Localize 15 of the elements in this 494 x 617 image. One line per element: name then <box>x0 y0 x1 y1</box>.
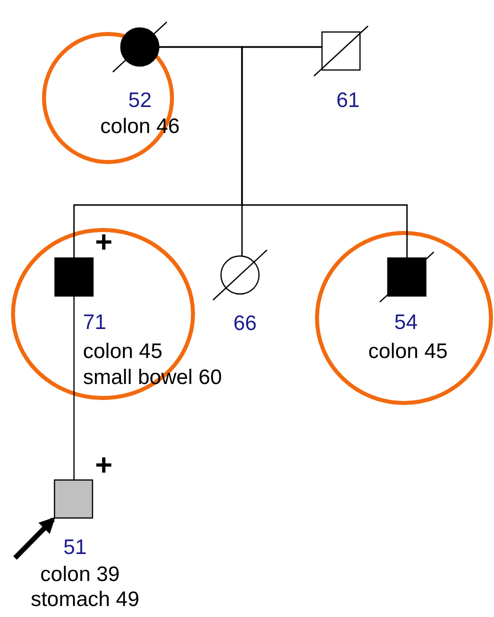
age-label: 61 <box>336 89 360 113</box>
diagnosis-label: colon 39 <box>40 563 120 587</box>
pedigree-line <box>241 46 408 258</box>
diagnosis-label: stomach 49 <box>30 588 140 612</box>
age-label: 51 <box>63 536 87 560</box>
age-label: 54 <box>394 311 418 335</box>
diagnosis-label: colon 45 <box>368 340 448 364</box>
plus-sign: + <box>95 451 113 481</box>
age-label: 71 <box>83 311 106 335</box>
pedigree-line <box>73 296 75 480</box>
age-label: 66 <box>233 312 257 336</box>
diagnosis-label: colon 45 <box>83 340 162 364</box>
proband-arrow <box>13 517 56 560</box>
plus-sign: + <box>95 228 113 258</box>
age-label: 52 <box>128 89 152 113</box>
